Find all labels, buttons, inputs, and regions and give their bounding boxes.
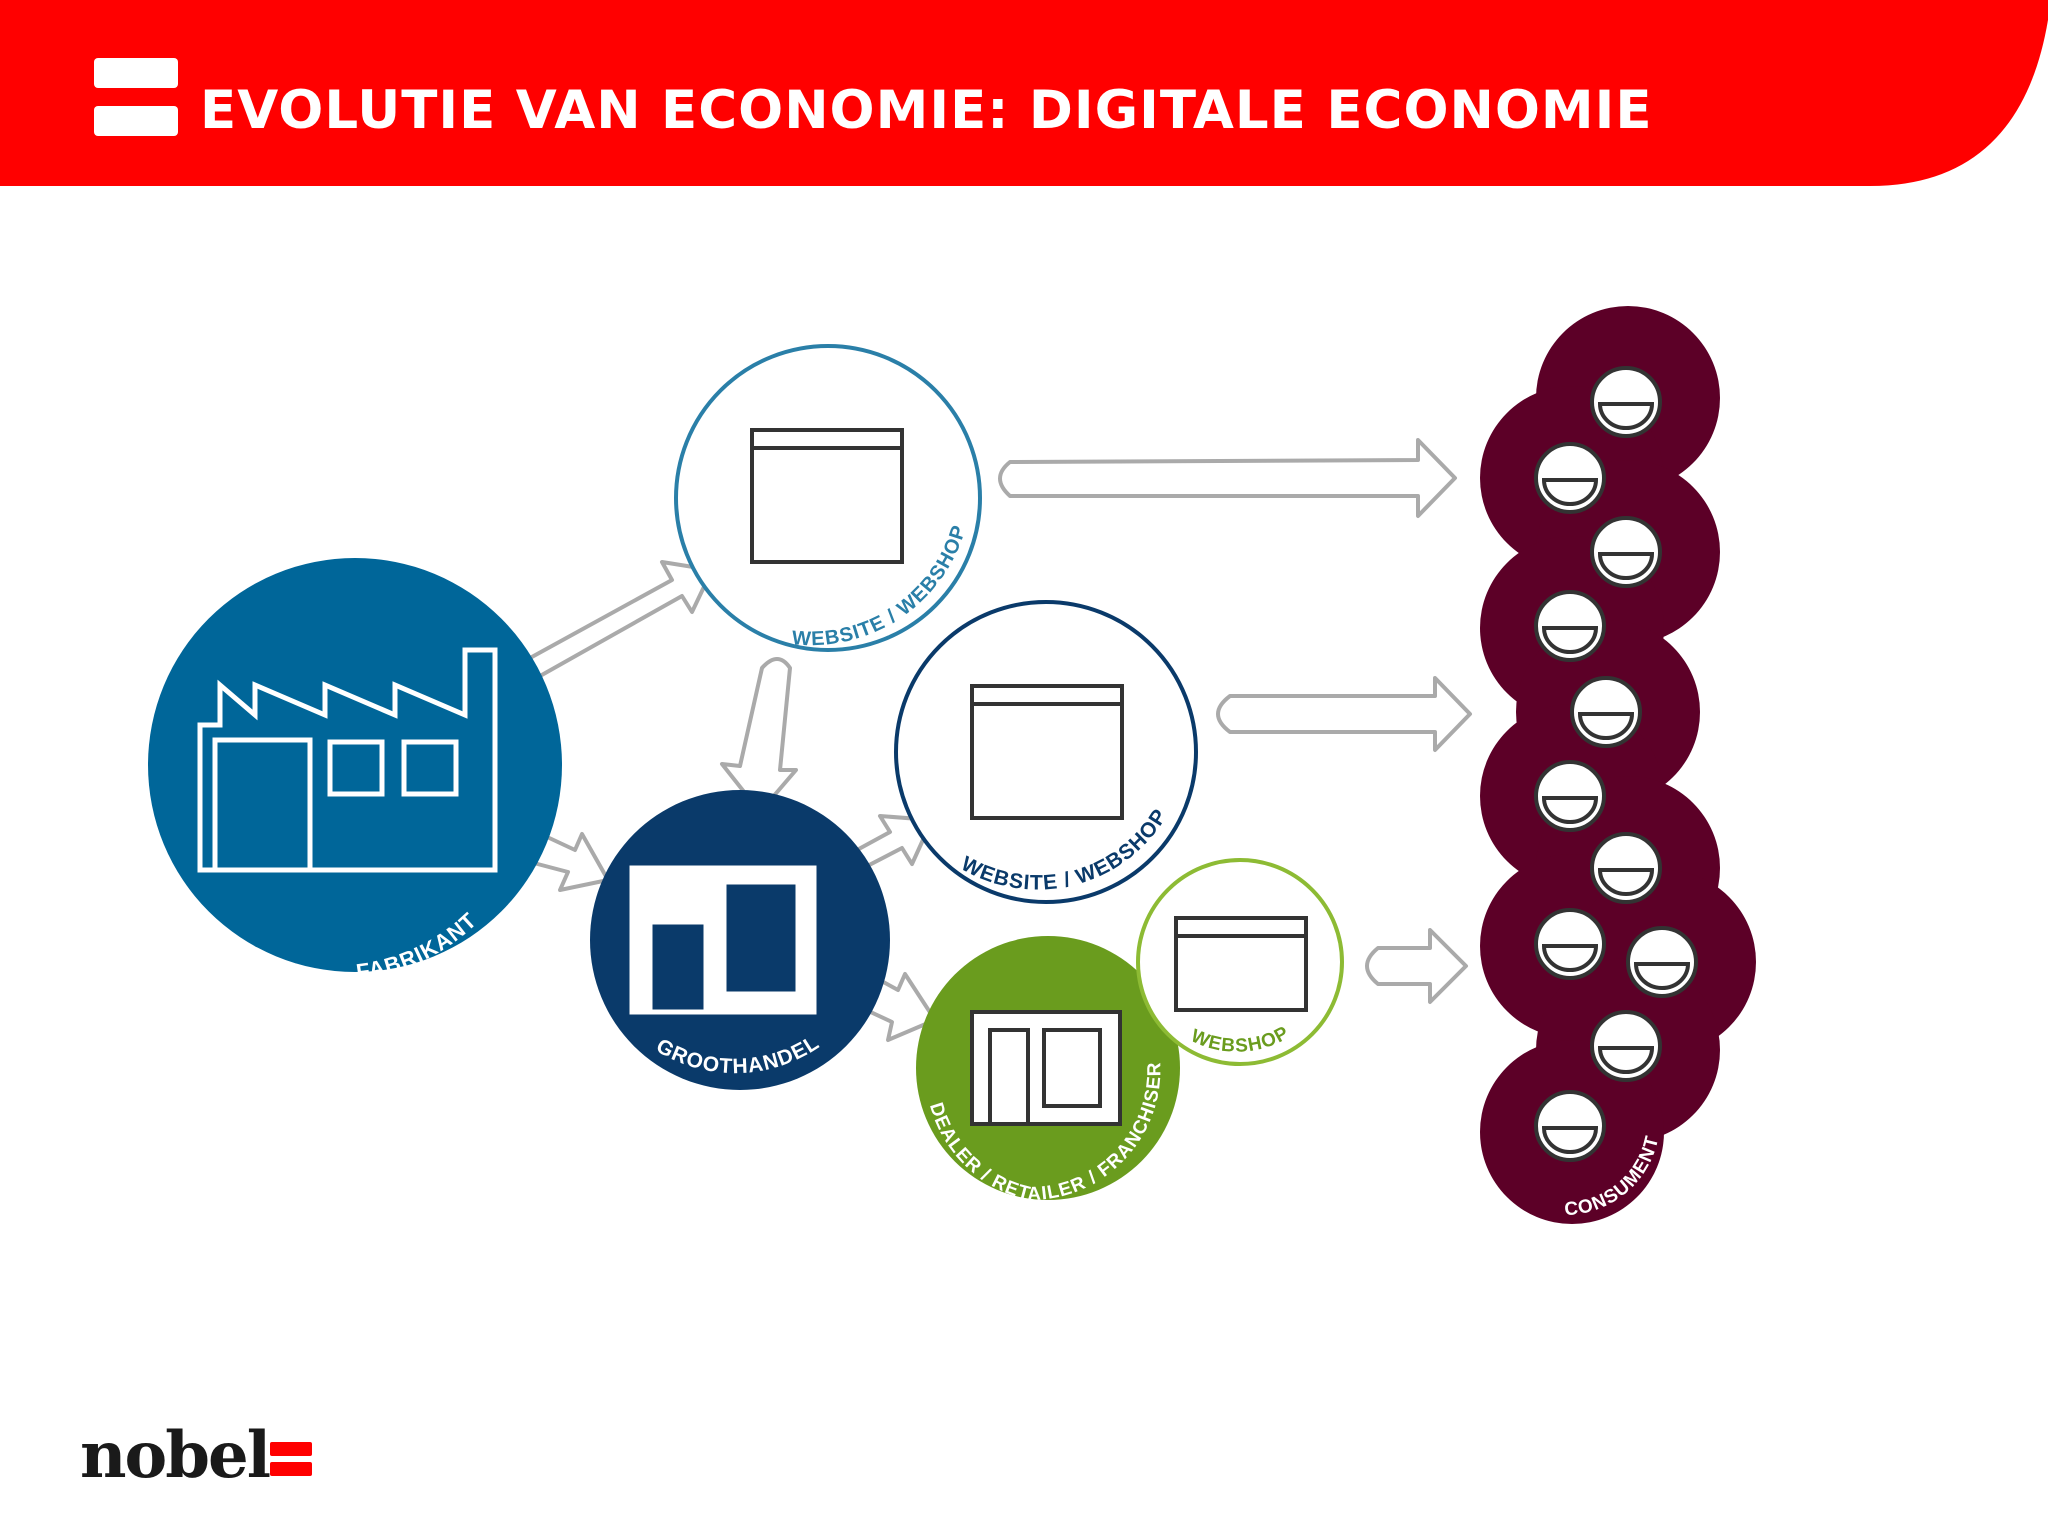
person-icon <box>1590 366 1662 438</box>
node-fabrikant: FABRIKANT <box>148 558 562 984</box>
node-groothandel: GROOTHANDEL <box>590 790 890 1090</box>
person-icon <box>1570 676 1642 748</box>
logo-equals-mark <box>270 1442 312 1476</box>
arrow-webshop-to-consument <box>1365 928 1468 1004</box>
browser-window-icon <box>1174 916 1308 1012</box>
browser-window-icon <box>750 428 904 564</box>
person-icons <box>1534 366 1698 1162</box>
node-webshop: WEBSHOP <box>1136 858 1344 1066</box>
page-title: EVOLUTIE VAN ECONOMIE: DIGITALE ECONOMIE <box>200 80 1653 141</box>
person-icon <box>1590 516 1662 588</box>
warehouse-icon <box>629 865 817 1015</box>
node-website-mid: WEBSITE / WEBSHOP <box>894 600 1198 904</box>
node-dealer: DEALER / RETAILER / FRANCHISER <box>916 936 1180 1205</box>
header-logo-top-bar <box>94 58 178 88</box>
arrow-website-to-groothandel <box>720 657 798 814</box>
person-icon <box>1590 832 1662 904</box>
factory-icon <box>197 647 498 873</box>
node-consument: CONSUMENT <box>1480 306 1756 1224</box>
person-icon <box>1626 926 1698 998</box>
person-icon <box>1534 590 1606 662</box>
node-website-top: WEBSITE / WEBSHOP <box>674 344 982 652</box>
nobel-logo: nobel <box>80 1418 320 1508</box>
person-icon <box>1590 1010 1662 1082</box>
person-icon <box>1534 1090 1606 1162</box>
person-icon <box>1534 760 1606 832</box>
arrows <box>517 438 1472 1042</box>
header-logo-bottom-bar <box>94 106 178 136</box>
arrow-website-top-to-consument <box>998 438 1457 518</box>
person-icon <box>1534 908 1606 980</box>
shop-icon <box>970 1010 1122 1126</box>
browser-window-icon <box>970 684 1124 820</box>
person-icon <box>1534 442 1606 514</box>
arrow-website-mid-to-consument <box>1216 676 1472 752</box>
header-bar: EVOLUTIE VAN ECONOMIE: DIGITALE ECONOMIE <box>0 0 2048 186</box>
arrow-fabrikant-to-website <box>524 560 714 678</box>
logo-text: nobel <box>80 1418 271 1493</box>
